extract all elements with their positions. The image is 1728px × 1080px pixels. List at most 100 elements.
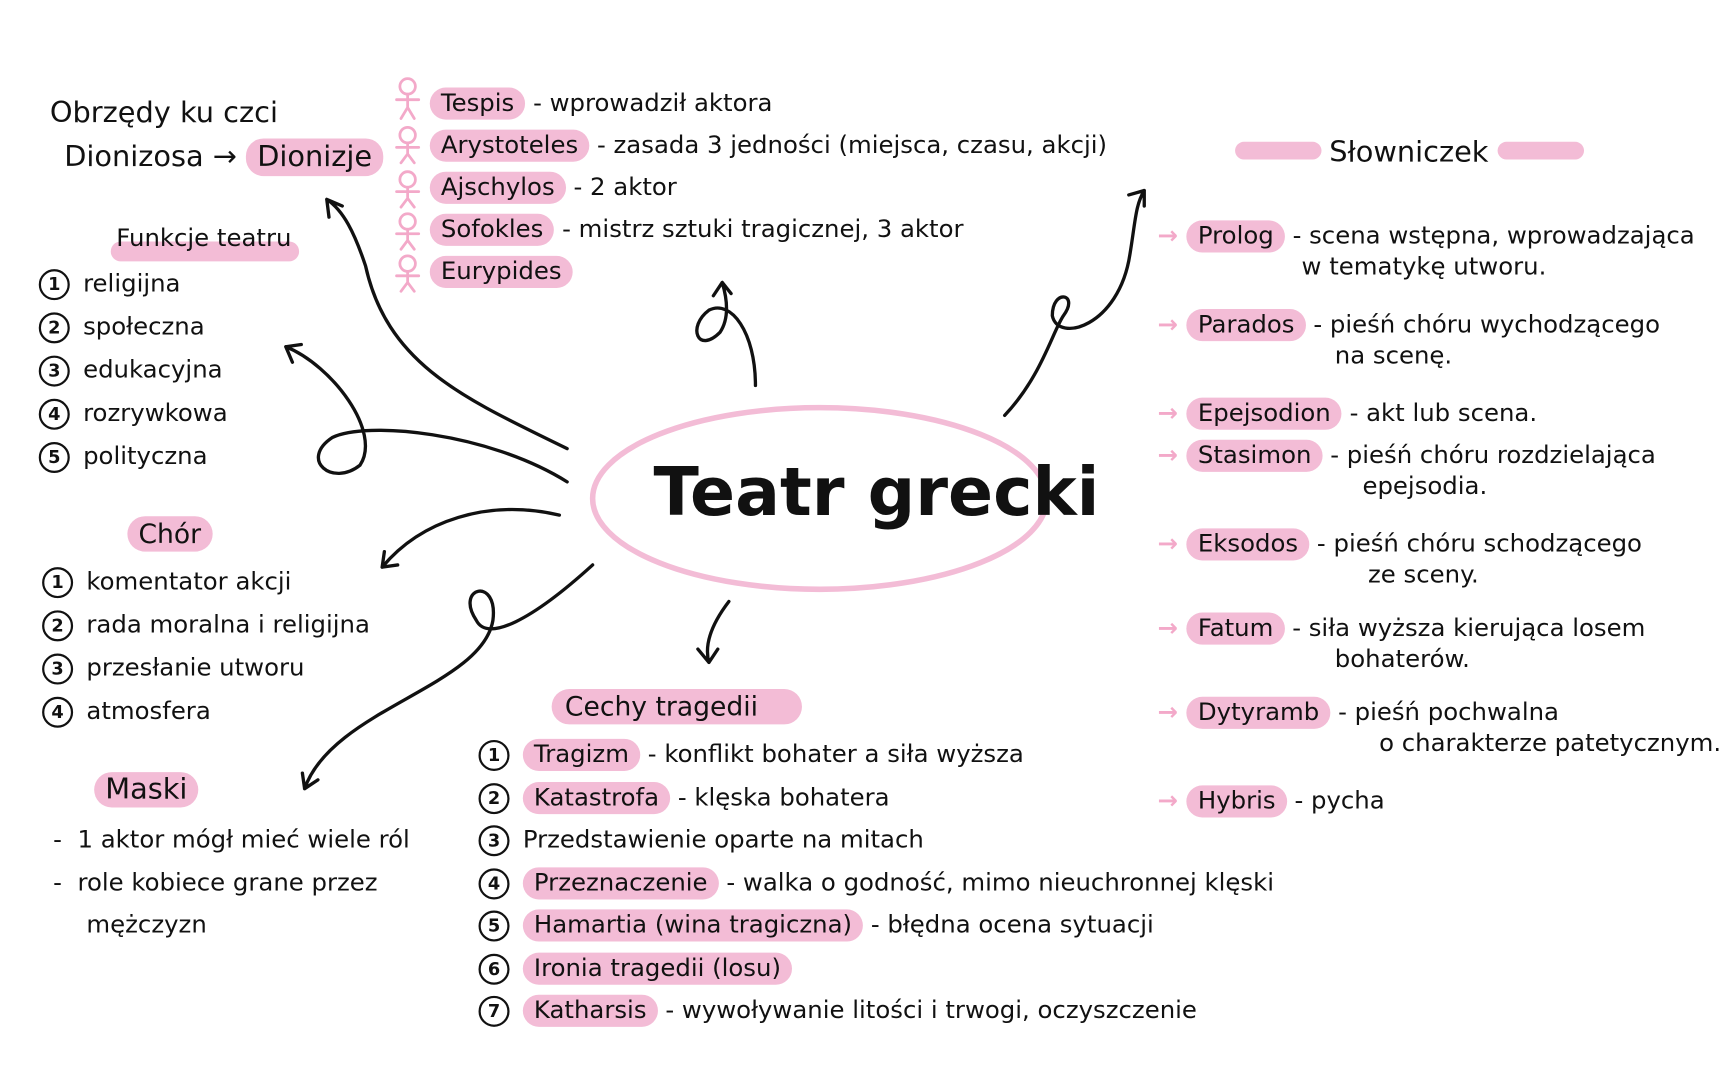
arrow-functions (284, 342, 569, 484)
person-desc: - mistrz sztuki tragicznej, 3 aktor (562, 216, 964, 244)
highlight-bar (1235, 141, 1322, 160)
term: Stasimon (1186, 439, 1323, 472)
arrow-right-icon: → (1157, 698, 1178, 727)
item-text: role kobiece grane przez (77, 869, 378, 898)
tragedy-title: Cechy tragedii (551, 688, 803, 725)
arrow-right-icon: → (212, 140, 237, 174)
item-text: edukacyjna (83, 356, 223, 385)
item-text: rada moralna i religijna (86, 611, 370, 640)
arrow-right-icon: → (1157, 311, 1178, 339)
person-name: Tespis (429, 87, 526, 120)
arrow-right-icon: → (1157, 222, 1178, 251)
item-text: przesłanie utworu (86, 654, 305, 683)
arrow-right-icon: → (1157, 399, 1178, 428)
masks-item: - role kobiece grane przez (53, 869, 378, 898)
definition: - akt lub scena. (1349, 399, 1538, 428)
item-text: 1 aktor mógł mieć wiele ról (77, 826, 410, 855)
glossary-item: → Parados - pieśń chóru wychodzącego na sc… (1157, 309, 1722, 399)
center-title: Teatr grecki (653, 454, 1100, 532)
item-desc: Przedstawienie oparte na mitach (522, 826, 924, 855)
glossary-item: → Epejsodion - akt lub scena. (1157, 397, 1722, 441)
definition-cont: o charakterze patetycznym. (1379, 729, 1722, 758)
origin-line1: Obrzędy ku czci (49, 96, 278, 130)
person-name: Ajschylos (429, 171, 566, 204)
highlight-bar (110, 241, 300, 262)
term: Hamartia (wina tragiczna) (522, 909, 864, 942)
person-row: Tespis - wprowadził aktora (429, 87, 1107, 131)
item-text: polityczna (83, 443, 208, 471)
chorus-title: Chór (127, 516, 213, 552)
arrow-chorus (380, 507, 562, 569)
person-name: Arystoteles (429, 129, 590, 162)
definition: - pycha (1294, 787, 1385, 816)
arrow-right-icon: → (1157, 530, 1178, 559)
arrow-right-icon: → (1157, 614, 1178, 643)
person-desc: - 2 aktor (573, 173, 677, 202)
term: Eksodos (1186, 528, 1310, 561)
definition-cont: ze sceny. (1368, 561, 1479, 590)
people-list: Tespis - wprowadził aktora Arystoteles -… (429, 87, 1108, 299)
origin-dionizos: Dionizosa (64, 140, 204, 174)
origin-result: Dionizje (246, 138, 384, 177)
term: Fatum (1186, 612, 1285, 645)
arrow-origin (325, 197, 569, 451)
arrow-right-icon: → (1157, 441, 1178, 470)
arrow-masks (300, 563, 595, 791)
definition: - pieśń chóru wychodzącego (1313, 311, 1661, 339)
person-row: Ajschylos - 2 aktor (429, 171, 1107, 215)
definition: - pieśń pochwalna (1338, 698, 1559, 727)
term: Ironia tragedii (losu) (522, 952, 793, 985)
item-text: społeczna (83, 313, 205, 342)
person-desc: - zasada 3 jedności (miejsca, czasu, akc… (596, 131, 1108, 160)
functions-title: Funkcje teatru (116, 224, 292, 253)
definition-cont: bohaterów. (1334, 645, 1470, 674)
term: Przeznaczenie (522, 866, 719, 899)
term: Dytyramb (1186, 696, 1331, 729)
person-row: Arystoteles - zasada 3 jedności (miejsca… (429, 129, 1108, 173)
item-text: atmosfera (86, 697, 211, 726)
item-desc: - klęska bohatera (677, 783, 890, 812)
arrow-people (695, 280, 758, 388)
definition-cont: epejsodia. (1362, 472, 1488, 501)
term: Parados (1186, 309, 1306, 342)
item-desc: - wywoływanie litości i trwogi, oczyszcz… (665, 996, 1197, 1025)
person-desc: - wprowadził aktora (533, 89, 773, 118)
origin-line2: Dionizosa → Dionizje (64, 138, 384, 177)
definition-cont: na scenę. (1334, 342, 1453, 370)
item-desc: - konflikt bohater a siła wyższa (647, 741, 1024, 769)
item-text: religijna (83, 270, 181, 298)
definition: - siła wyższa kierująca losem (1292, 614, 1646, 643)
definition: - pieśń chóru schodzącego (1316, 530, 1642, 559)
masks-item-cont: mężczyzn (86, 911, 207, 940)
term: Epejsodion (1186, 397, 1342, 430)
definition: - scena wstępna, wprowadzająca (1292, 222, 1695, 251)
actor-figures-icon (395, 77, 421, 293)
arrow-glossary (1003, 188, 1146, 418)
arrow-tragedy (696, 599, 731, 665)
